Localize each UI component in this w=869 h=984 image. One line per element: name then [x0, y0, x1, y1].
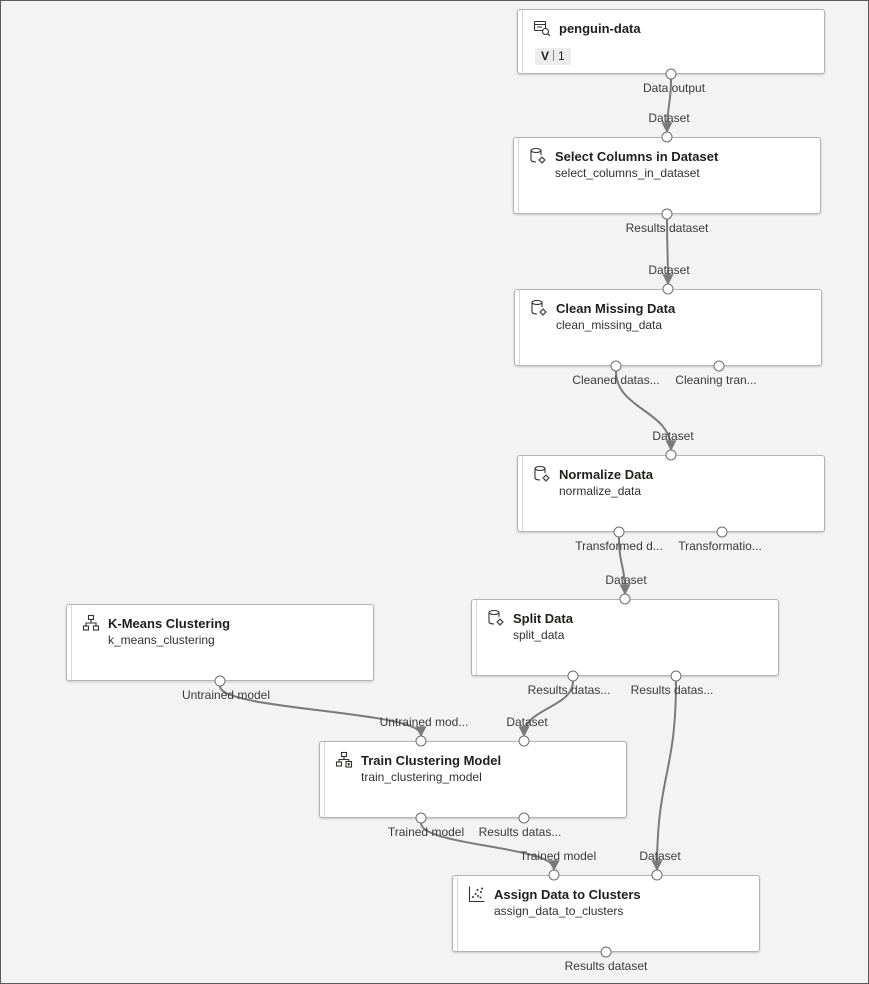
output-port[interactable]: [214, 675, 226, 687]
module-subtitle: select_columns_in_dataset: [555, 166, 700, 180]
output-port[interactable]: [600, 946, 612, 958]
input-port-label: Trained model: [519, 849, 597, 863]
input-port[interactable]: [415, 735, 427, 747]
output-port[interactable]: [661, 208, 673, 220]
output-port-label: Results dataset: [625, 221, 709, 235]
version-number: 1: [558, 49, 565, 63]
hierarchy-icon: [82, 614, 100, 632]
dataset-icon: [533, 19, 551, 37]
output-port-label: Transformed d...: [575, 539, 663, 553]
module-subtitle: k_means_clustering: [108, 633, 215, 647]
connection-split-to-train[interactable]: [518, 680, 574, 738]
output-port-label: Results dataset: [564, 959, 648, 973]
version-letter: V: [541, 49, 550, 63]
module-title: Split Data: [513, 611, 573, 626]
module-title: K-Means Clustering: [108, 616, 231, 631]
connection-split-to-assign[interactable]: [651, 680, 677, 872]
connection-kmeans-to-train[interactable]: [219, 685, 427, 738]
data-transform-icon: [530, 299, 548, 317]
module-subtitle: split_data: [513, 628, 565, 642]
module-node-train[interactable]: Train Clustering Model train_clustering_m…: [319, 741, 627, 818]
data-transform-icon: [533, 465, 551, 483]
output-port[interactable]: [613, 526, 625, 538]
module-title: Normalize Data: [559, 467, 653, 482]
input-port-label: Dataset: [506, 715, 548, 729]
input-port[interactable]: [651, 869, 663, 881]
output-port[interactable]: [567, 670, 579, 682]
module-title: Clean Missing Data: [556, 301, 676, 316]
data-transform-icon: [487, 609, 505, 627]
train-model-icon: [335, 751, 353, 769]
module-node-kmeans[interactable]: K-Means Clustering k_means_clustering: [66, 604, 374, 681]
output-port[interactable]: [415, 812, 427, 824]
module-subtitle: clean_missing_data: [556, 318, 663, 332]
output-port[interactable]: [518, 812, 530, 824]
output-port-label: Results datas...: [630, 683, 714, 697]
output-port[interactable]: [610, 360, 622, 372]
module-node-split[interactable]: Split Data split_data: [471, 599, 779, 676]
version-divider: [553, 50, 555, 61]
output-port-label: Untrained model: [181, 688, 271, 702]
connection-penguin-to-select[interactable]: [661, 78, 673, 134]
input-port-label: Dataset: [639, 849, 681, 863]
module-node-select[interactable]: Select Columns in Dataset select_columns_…: [513, 137, 821, 214]
scatter-plot-icon: [468, 885, 486, 903]
input-port-label: Untrained mod...: [379, 715, 469, 729]
output-port-label: Transformatio...: [678, 539, 762, 553]
connection-clean-to-normalize[interactable]: [615, 370, 677, 452]
module-subtitle: normalize_data: [559, 484, 642, 498]
input-port[interactable]: [548, 869, 560, 881]
input-port[interactable]: [661, 131, 673, 143]
input-port-label: Dataset: [648, 111, 690, 125]
module-node-clean[interactable]: Clean Missing Data clean_missing_data: [514, 289, 822, 366]
connection-normalize-to-split[interactable]: [618, 536, 631, 596]
module-title: Assign Data to Clusters: [494, 887, 641, 902]
module-subtitle: assign_data_to_clusters: [494, 904, 624, 918]
input-port[interactable]: [665, 449, 677, 461]
input-port[interactable]: [518, 735, 530, 747]
input-port[interactable]: [619, 593, 631, 605]
input-port-label: Dataset: [652, 429, 694, 443]
module-node-assign[interactable]: Assign Data to Clusters assign_data_to_cl…: [452, 875, 760, 952]
module-title: penguin-data: [559, 21, 641, 36]
connection-select-to-clean[interactable]: [662, 218, 674, 286]
module-subtitle: train_clustering_model: [361, 770, 482, 784]
module-title: Select Columns in Dataset: [555, 149, 719, 164]
input-port-label: Dataset: [605, 573, 647, 587]
output-port-label: Cleaned datas...: [572, 373, 660, 387]
output-port-label: Data output: [642, 81, 706, 95]
output-port[interactable]: [665, 68, 677, 80]
module-node-normalize[interactable]: Normalize Data normalize_data: [517, 455, 825, 532]
output-port[interactable]: [713, 360, 725, 372]
data-transform-icon: [529, 147, 547, 165]
output-port-label: Cleaning tran...: [675, 373, 757, 387]
output-port-label: Results datas...: [527, 683, 611, 697]
input-port-label: Dataset: [648, 263, 690, 277]
module-title: Train Clustering Model: [361, 753, 502, 768]
output-port[interactable]: [670, 670, 682, 682]
output-port-label: Results datas...: [478, 825, 562, 839]
output-port-label: Trained model: [387, 825, 465, 839]
connection-train-to-assign[interactable]: [420, 822, 560, 872]
input-port[interactable]: [662, 283, 674, 295]
output-port[interactable]: [716, 526, 728, 538]
